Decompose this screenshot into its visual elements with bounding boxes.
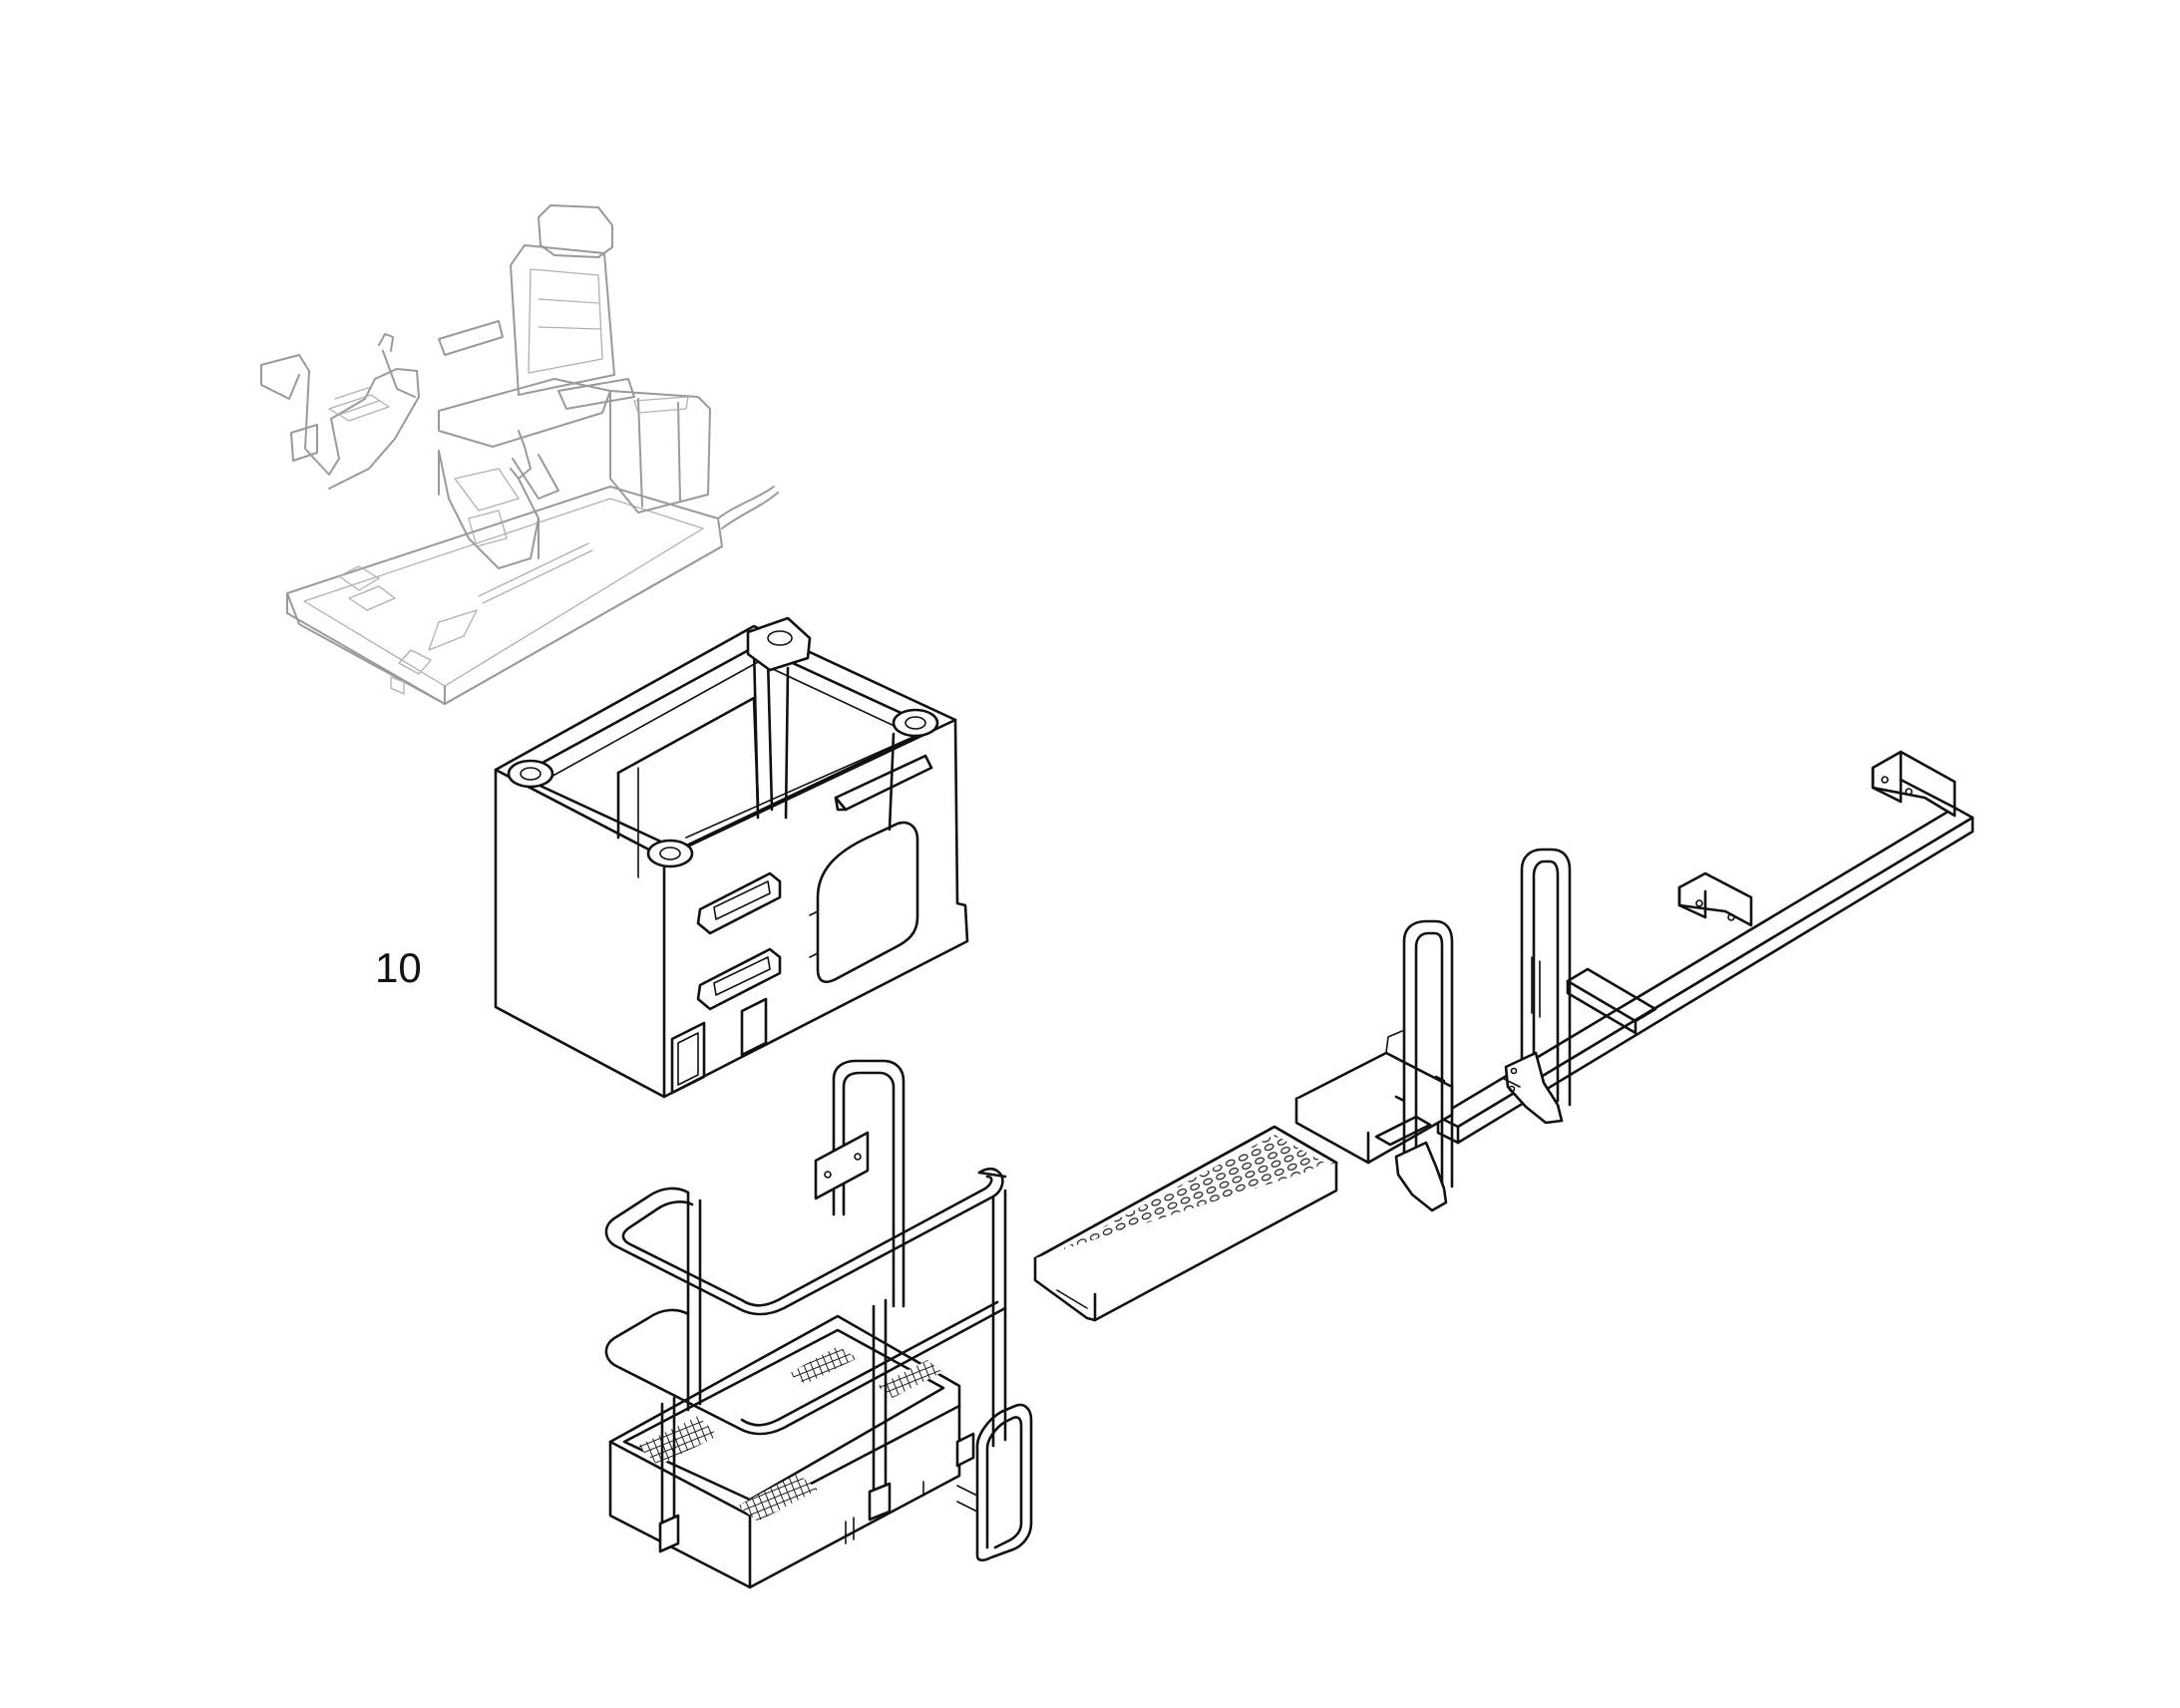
part-number-label-10: 10 [375,944,422,991]
side-rail-with-handles [1294,750,1975,1212]
operator-seat-console-ghost [260,204,779,705]
cab-base-frame [494,616,969,1099]
platform-with-handrails [604,1059,1033,1589]
grated-step [1033,1125,1338,1322]
